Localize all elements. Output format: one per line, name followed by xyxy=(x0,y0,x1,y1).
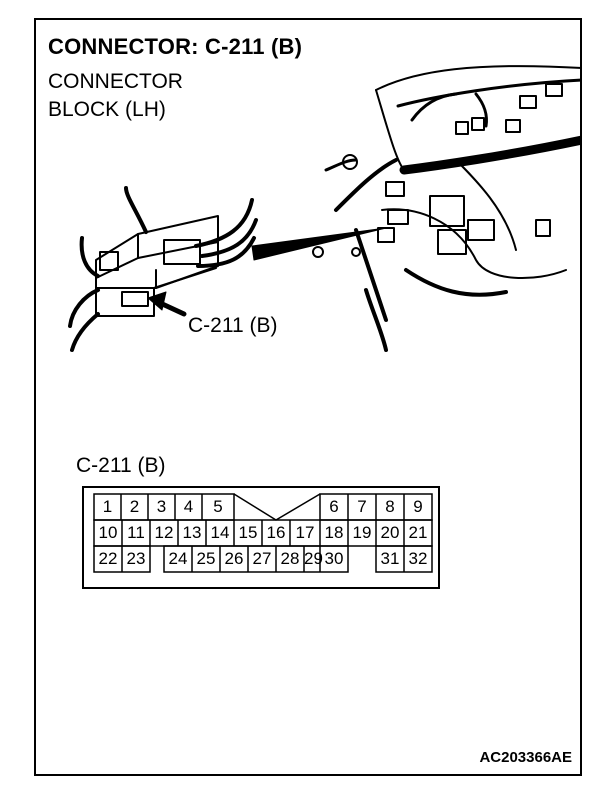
dash-harness-drawing xyxy=(312,65,582,352)
pin-26: 26 xyxy=(224,549,244,568)
figure-code: AC203366AE xyxy=(479,749,572,766)
connector-location: CONNECTOR BLOCK (LH) xyxy=(48,68,183,124)
pin-29: 29 xyxy=(304,549,323,568)
pin-27: 27 xyxy=(252,549,272,568)
pin-9: 9 xyxy=(413,497,423,516)
pin-11: 11 xyxy=(127,523,145,542)
callout-arrow xyxy=(147,291,187,317)
pin-21: 21 xyxy=(408,523,428,542)
pin-7: 7 xyxy=(357,497,367,516)
pin-30: 30 xyxy=(324,549,344,568)
location-line-2: BLOCK (LH) xyxy=(48,98,166,121)
pin-23: 23 xyxy=(126,549,146,568)
pin-18: 18 xyxy=(324,523,344,542)
pinout-grid xyxy=(93,493,433,573)
pin-28: 28 xyxy=(280,549,300,568)
pin-1: 1 xyxy=(102,497,113,516)
pin-19: 19 xyxy=(352,523,372,542)
pin-16: 16 xyxy=(266,523,286,542)
pin-5: 5 xyxy=(213,497,223,516)
location-pointer xyxy=(251,227,387,261)
pin-2: 2 xyxy=(129,497,140,516)
pin-15: 15 xyxy=(238,523,258,542)
pin-22: 22 xyxy=(98,549,118,568)
connector-title: CONNECTOR: C-211 (B) xyxy=(48,34,303,59)
pin-20: 20 xyxy=(380,523,400,542)
pin-32: 32 xyxy=(408,549,428,568)
pin-13: 13 xyxy=(182,523,202,542)
pin-17: 17 xyxy=(295,523,315,542)
pin-3: 3 xyxy=(156,497,167,516)
pinout-title: C-211 (B) xyxy=(76,454,166,477)
pin-31: 31 xyxy=(380,549,400,568)
pin-10: 10 xyxy=(98,523,118,542)
location-line-1: CONNECTOR xyxy=(48,70,183,93)
diagram-frame: CONNECTOR: C-211 (B) CONNECTOR BLOCK (LH… xyxy=(34,18,582,776)
pin-25: 25 xyxy=(196,549,216,568)
connector-callout-label: C-211 (B) xyxy=(188,314,278,337)
pin-8: 8 xyxy=(385,497,395,516)
pin-4: 4 xyxy=(183,497,194,516)
connector-block-illustration xyxy=(68,65,582,352)
pin-12: 12 xyxy=(154,523,174,542)
pin-14: 14 xyxy=(210,523,230,542)
pin-24: 24 xyxy=(168,549,188,568)
pin-6: 6 xyxy=(329,497,339,516)
